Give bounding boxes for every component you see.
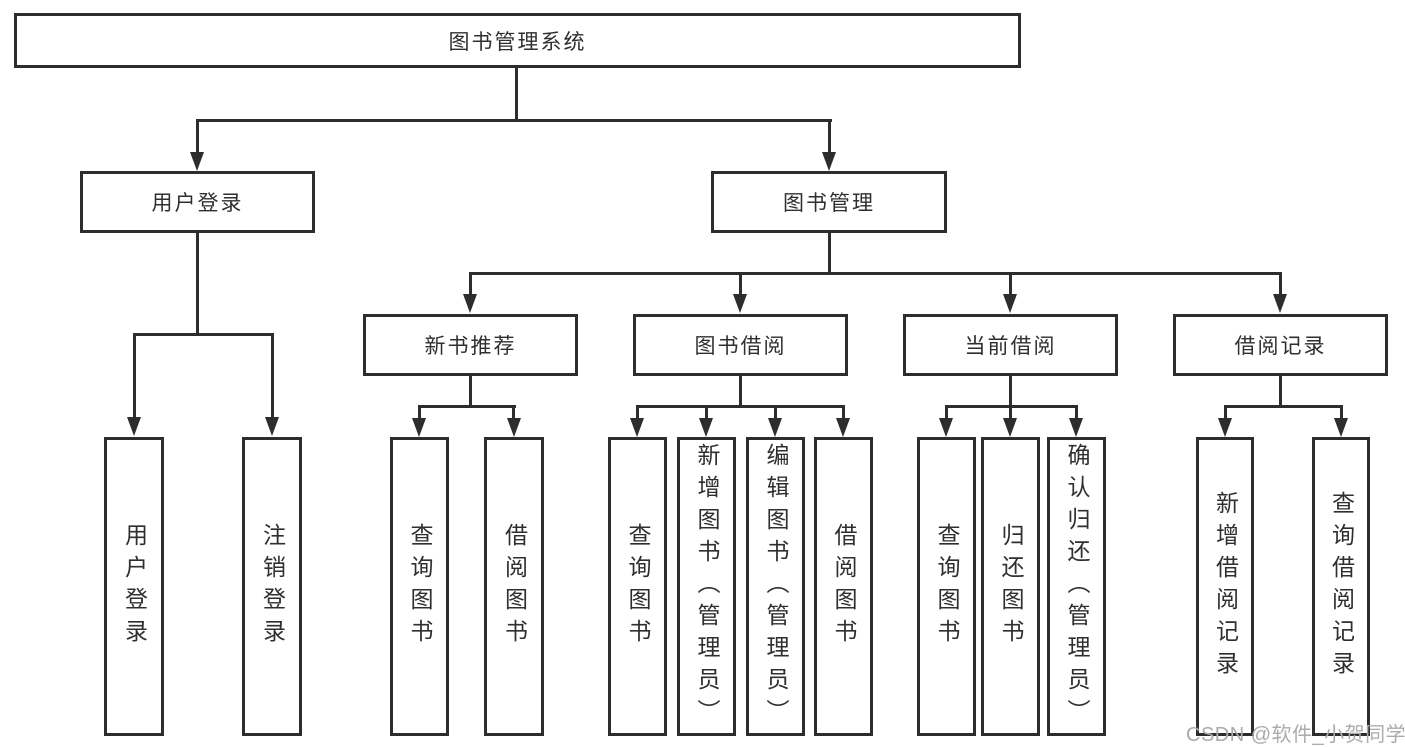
node-leaf-edit-books-admin: 编辑图书（管理员） (746, 437, 805, 736)
arrowhead-down-icon (463, 294, 477, 313)
node-book-management: 图书管理 (711, 171, 947, 233)
arrowhead-down-icon (699, 418, 713, 437)
node-label: 确认归还（管理员） (1064, 442, 1090, 731)
connector-line (1075, 405, 1078, 419)
arrowhead-down-icon (836, 418, 850, 437)
node-label: 图书借阅 (694, 335, 787, 358)
csdn-watermark: CSDN @软件_小贺同学 (1186, 724, 1405, 746)
node-label: 新增图书（管理员） (694, 442, 720, 731)
arrowhead-down-icon (1003, 418, 1017, 437)
arrowhead-down-icon (190, 152, 204, 171)
node-leaf-query-books-1: 查询图书 (390, 437, 449, 736)
node-label: 图书管理系统 (448, 30, 587, 54)
node-leaf-return-books: 归还图书 (981, 437, 1040, 736)
node-leaf-query-books-3: 查询图书 (917, 437, 976, 736)
node-label: 查询图书 (625, 522, 651, 651)
connector-line (512, 405, 515, 419)
connector-line (133, 333, 136, 417)
node-label: 新增借阅记录 (1212, 490, 1239, 683)
node-label: 借阅图书 (831, 522, 857, 651)
arrowhead-down-icon (412, 418, 426, 437)
node-label: 编辑图书（管理员） (763, 442, 789, 731)
node-leaf-add-borrow-record: 新增借阅记录 (1196, 437, 1254, 736)
connector-line (1224, 405, 1343, 408)
connector-line (196, 233, 199, 336)
arrowhead-down-icon (822, 152, 836, 171)
connector-line (636, 405, 639, 419)
connector-line (515, 68, 518, 120)
connector-line (1009, 405, 1012, 419)
node-label: 借阅记录 (1234, 335, 1327, 358)
connector-line (636, 405, 845, 408)
connector-line (469, 272, 1282, 275)
arrowhead-down-icon (265, 417, 279, 436)
connector-line (271, 333, 274, 417)
arrowhead-down-icon (939, 418, 953, 437)
node-leaf-borrow-books-1: 借阅图书 (484, 437, 544, 736)
connector-line (469, 376, 472, 407)
connector-line (739, 272, 742, 294)
arrowhead-down-icon (768, 418, 782, 437)
node-new-book-recommend: 新书推荐 (363, 314, 578, 376)
arrowhead-down-icon (733, 294, 747, 313)
connector-line (196, 119, 199, 154)
node-label: 查询图书 (934, 522, 960, 651)
connector-line (196, 119, 832, 122)
node-leaf-query-books-2: 查询图书 (608, 437, 667, 736)
node-leaf-user-login: 用户登录 (104, 437, 164, 736)
node-borrow-record: 借阅记录 (1173, 314, 1388, 376)
connector-line (1009, 376, 1012, 407)
node-book-borrow: 图书借阅 (633, 314, 848, 376)
arrowhead-down-icon (1334, 418, 1348, 437)
node-label: 用户登录 (121, 522, 148, 651)
node-label: 当前借阅 (964, 335, 1057, 358)
connector-line (1279, 376, 1282, 407)
connector-line (133, 333, 274, 336)
connector-line (1279, 272, 1282, 294)
node-current-borrow: 当前借阅 (903, 314, 1118, 376)
arrowhead-down-icon (1218, 418, 1232, 437)
connector-line (1009, 272, 1012, 294)
node-leaf-add-books-admin: 新增图书（管理员） (677, 437, 736, 736)
arrowhead-down-icon (1003, 294, 1017, 313)
arrowhead-down-icon (127, 417, 141, 436)
node-label: 归还图书 (998, 522, 1024, 651)
node-leaf-logout: 注销登录 (242, 437, 302, 736)
connector-line (842, 405, 845, 419)
node-user-login: 用户登录 (80, 171, 315, 233)
connector-line (469, 272, 472, 294)
connector-line (828, 233, 831, 274)
connector-line (774, 405, 777, 419)
connector-line (1340, 405, 1343, 419)
node-leaf-confirm-return-admin: 确认归还（管理员） (1047, 437, 1106, 736)
node-label: 注销登录 (259, 522, 286, 651)
node-label: 查询图书 (407, 522, 433, 651)
connector-line (1224, 405, 1227, 419)
node-leaf-query-borrow-record: 查询借阅记录 (1312, 437, 1370, 736)
connector-line (418, 405, 516, 408)
connector-line (739, 376, 742, 407)
node-label: 图书管理 (783, 192, 875, 215)
arrowhead-down-icon (507, 418, 521, 437)
node-leaf-borrow-books-2: 借阅图书 (814, 437, 873, 736)
node-label: 借阅图书 (501, 522, 528, 651)
node-label: 用户登录 (151, 192, 244, 215)
connector-line (418, 405, 421, 419)
node-label: 查询借阅记录 (1328, 490, 1355, 683)
connector-line (945, 405, 948, 419)
connector-line (705, 405, 708, 419)
arrowhead-down-icon (630, 418, 644, 437)
arrowhead-down-icon (1273, 294, 1287, 313)
node-library-management-system: 图书管理系统 (14, 13, 1021, 68)
node-label: 新书推荐 (424, 335, 517, 358)
connector-line (828, 119, 831, 154)
arrowhead-down-icon (1069, 418, 1083, 437)
